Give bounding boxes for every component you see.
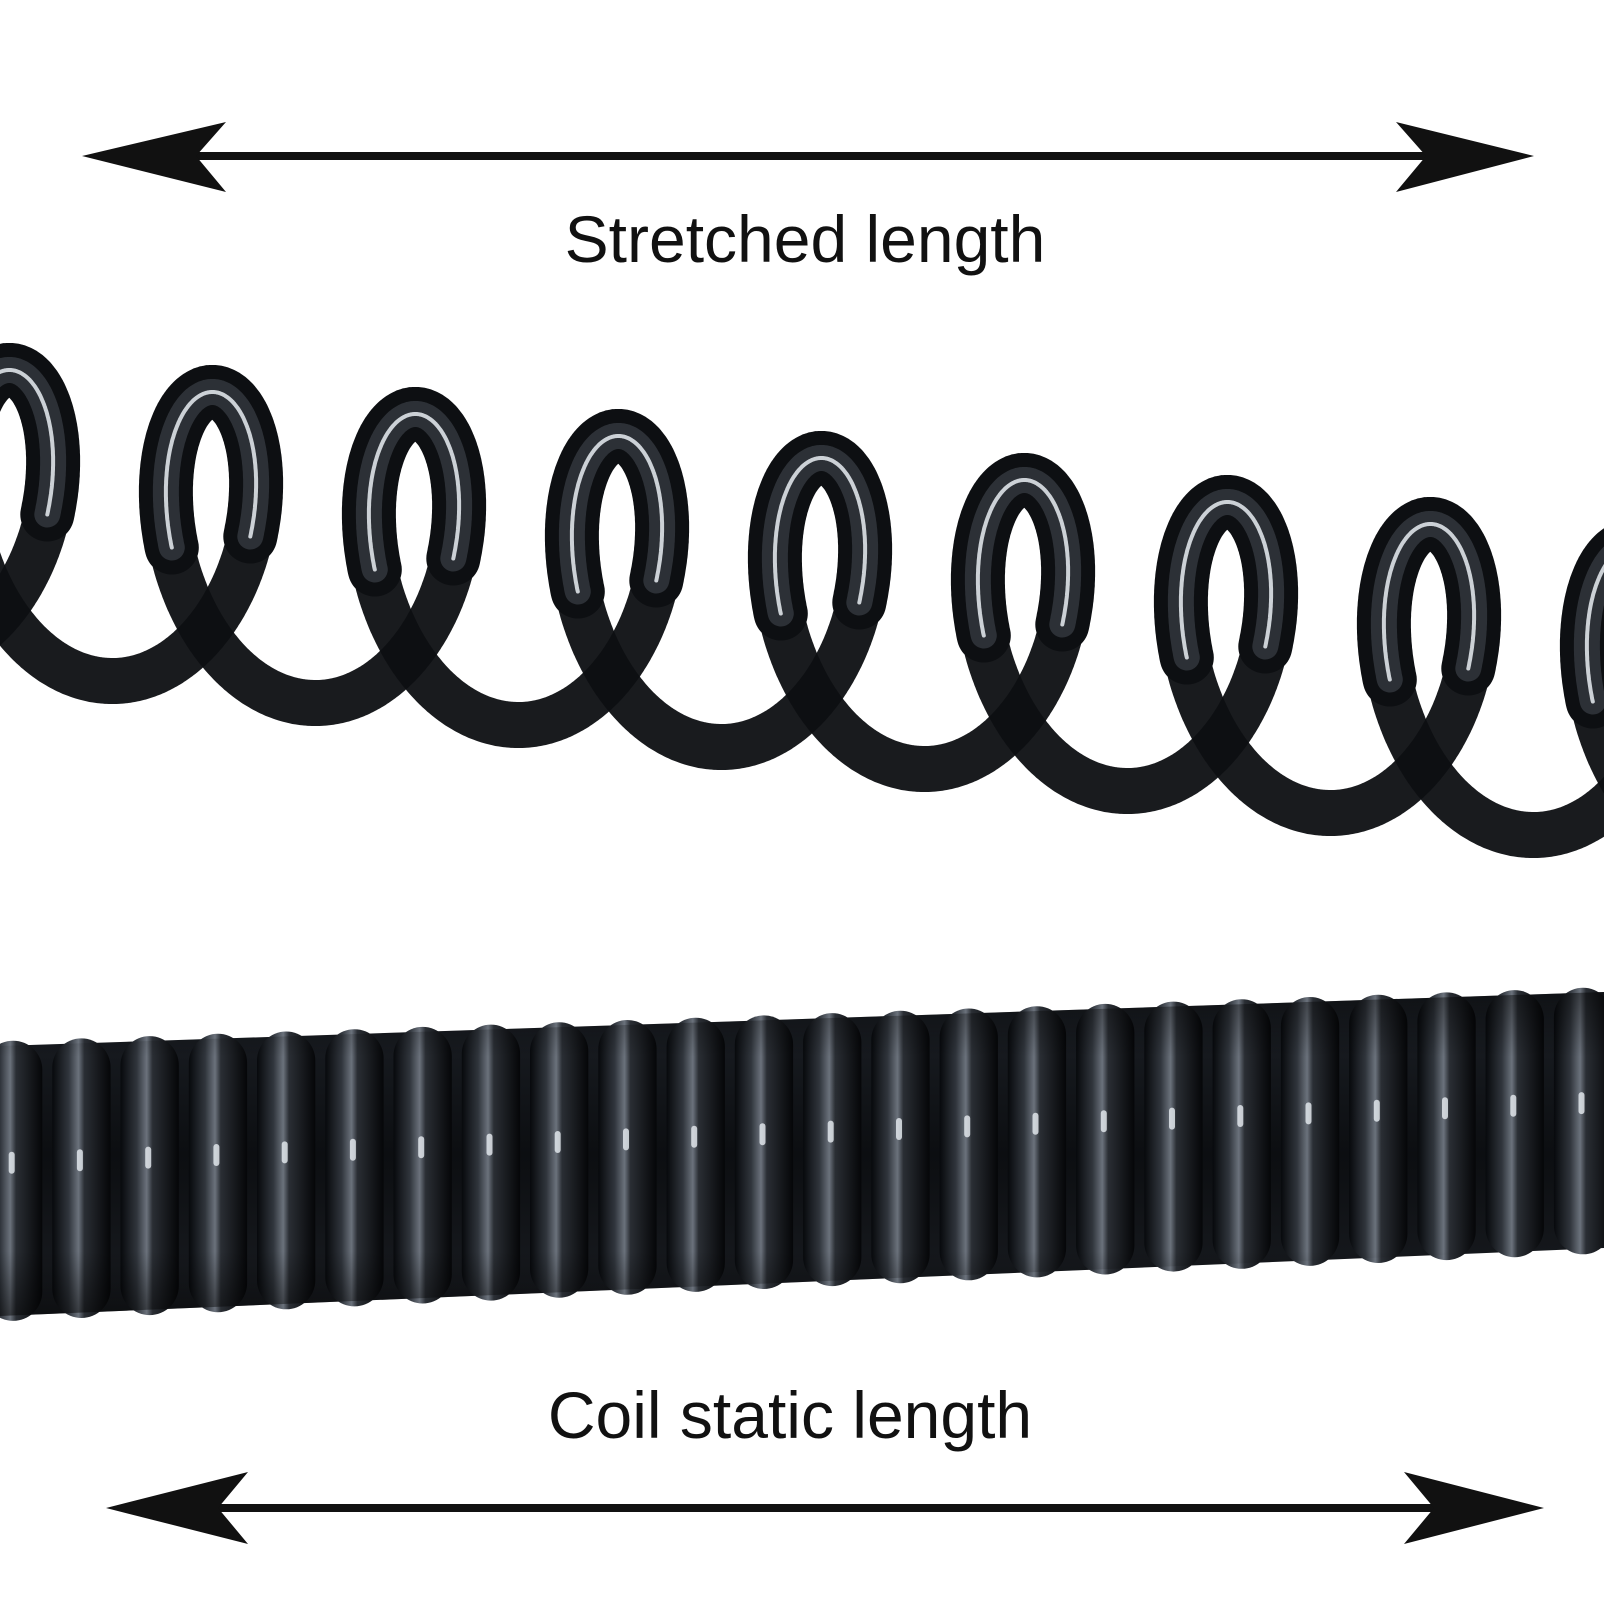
arrow-left-icon <box>82 122 226 192</box>
stretched-length-label: Stretched length <box>565 202 1046 276</box>
coil-back-segment <box>757 590 1086 792</box>
coil-static-length-arrow <box>106 1472 1544 1544</box>
coil-highlight <box>163 390 259 550</box>
coil-back-segment <box>1366 656 1604 858</box>
coil-highlight <box>1584 563 1604 704</box>
arrow-left-icon <box>106 1472 248 1544</box>
coil-highlight <box>0 368 56 517</box>
arrow-right-icon <box>1396 122 1534 192</box>
coil-highlight <box>1381 522 1477 682</box>
coil-highlight <box>772 456 868 616</box>
coil-back-segment <box>0 491 71 646</box>
coil-highlight <box>569 434 665 594</box>
coil-back-segment <box>1163 634 1492 836</box>
coil-back-segment <box>0 513 274 704</box>
arrow-right-icon <box>1404 1472 1544 1544</box>
coil-highlight <box>366 412 462 572</box>
coil-highlight <box>975 478 1071 638</box>
coil-back-segment <box>554 568 883 770</box>
coil-back-segment <box>960 612 1289 814</box>
stretched-length-arrow <box>82 122 1534 192</box>
coil-back-segment <box>148 524 477 726</box>
coil-static-length-label: Coil static length <box>548 1378 1032 1452</box>
coil-highlight <box>1178 500 1274 660</box>
stretched-coil <box>0 343 1604 858</box>
compressed-coil <box>0 987 1604 1321</box>
coil-back-segment <box>351 546 680 748</box>
